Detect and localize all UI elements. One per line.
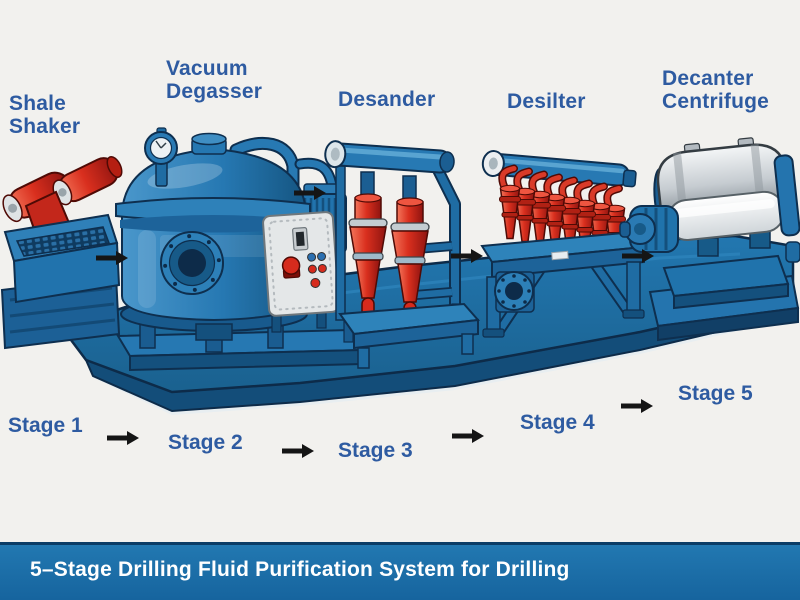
desander-illustration — [324, 140, 481, 369]
label-desilter: Desilter — [507, 90, 586, 113]
shale-shaker-illustration — [0, 155, 123, 350]
label-desander: Desander — [338, 88, 435, 111]
title-banner: 5–Stage Drilling Fluid Purification Syst… — [0, 542, 800, 600]
stage-label-5: Stage 5 — [678, 382, 753, 405]
label-decanter-centrifuge: Decanter Centrifuge — [662, 67, 769, 113]
stage-arrow-1-2 — [107, 431, 139, 445]
label-line: Shaker — [9, 115, 81, 138]
vacuum-degasser-illustration — [115, 127, 364, 372]
stage-label-2: Stage 2 — [168, 431, 243, 454]
label-line: Decanter — [662, 67, 754, 90]
label-line: Desilter — [507, 90, 586, 113]
stage-label-4: Stage 4 — [520, 411, 595, 434]
decanter-centrifuge-illustration — [619, 137, 800, 342]
diagram-title: 5–Stage Drilling Fluid Purification Syst… — [30, 558, 570, 581]
desander-cone — [348, 193, 388, 325]
label-line: Desander — [338, 88, 436, 111]
control-panel — [262, 211, 340, 317]
desilter-illustration — [480, 150, 646, 338]
stage-arrow-4-5 — [621, 399, 653, 413]
stage-label-1: Stage 1 — [8, 414, 83, 437]
label-shale-shaker: Shale Shaker — [9, 92, 80, 138]
label-line: Centrifuge — [662, 90, 769, 113]
stage-label-3: Stage 3 — [338, 439, 413, 462]
label-line: Degasser — [166, 80, 263, 103]
label-line: Vacuum — [166, 57, 248, 80]
desander-cone — [390, 197, 430, 329]
label-vacuum-degasser: Vacuum Degasser — [166, 57, 262, 103]
stage-arrow-3-4 — [452, 429, 484, 443]
stage-arrow-2-3 — [282, 444, 314, 458]
label-line: Shale — [9, 92, 67, 115]
